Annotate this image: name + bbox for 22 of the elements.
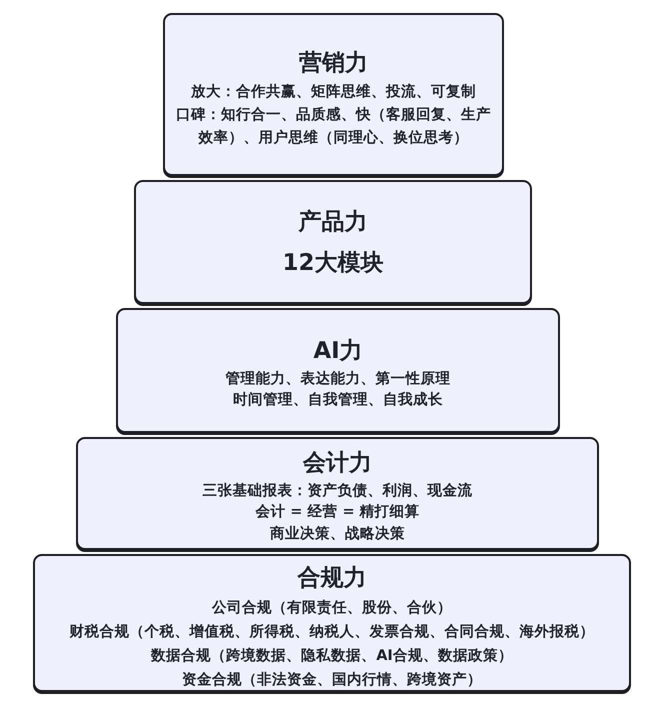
tier-text: 财税合规（个税、增值税、所得税、纳税人、发票合规、合同合规、海外报税）: [70, 622, 594, 642]
pyramid-tier: [116, 308, 560, 433]
tier-text: 管理能力、表达能力、第一性原理: [226, 370, 450, 389]
tier-title: 营销力: [299, 48, 368, 78]
tier-text: 商业决策、战略决策: [270, 524, 405, 544]
pyramid-tier: [33, 554, 631, 692]
tier-subtitle: 12大模块: [282, 249, 384, 278]
pyramid-tier: [76, 437, 599, 550]
tier-title: AI力: [313, 337, 363, 366]
pyramid-tier: [134, 180, 532, 304]
tier-title: 合规力: [298, 564, 366, 592]
tier-text: 会计 = 经营 = 精打细算: [255, 502, 420, 522]
tier-text: 时间管理、自我管理、自我成长: [233, 390, 443, 410]
tier-title: 会计力: [303, 448, 372, 478]
tier-text: 公司合规（有限责任、股份、合伙）: [212, 598, 452, 618]
tier-text: 数据合规（跨境数据、隐私数据、AI合规、数据政策）: [151, 646, 513, 666]
tier-text: 三张基础报表：资产负债、利润、现金流: [202, 482, 472, 501]
tier-title: 产品力: [298, 208, 368, 237]
tier-text: 口碑：知行合一、品质感、快（客服回复、生产效率）、用户思维（同理心、换位思考）: [175, 105, 492, 148]
tier-text: 放大：合作共赢、矩阵思维、投流、可复制: [190, 82, 477, 102]
tier-text: 资金合规（非法资金、国内行情、跨境资产）: [182, 670, 482, 690]
pyramid-tier: [163, 13, 504, 176]
